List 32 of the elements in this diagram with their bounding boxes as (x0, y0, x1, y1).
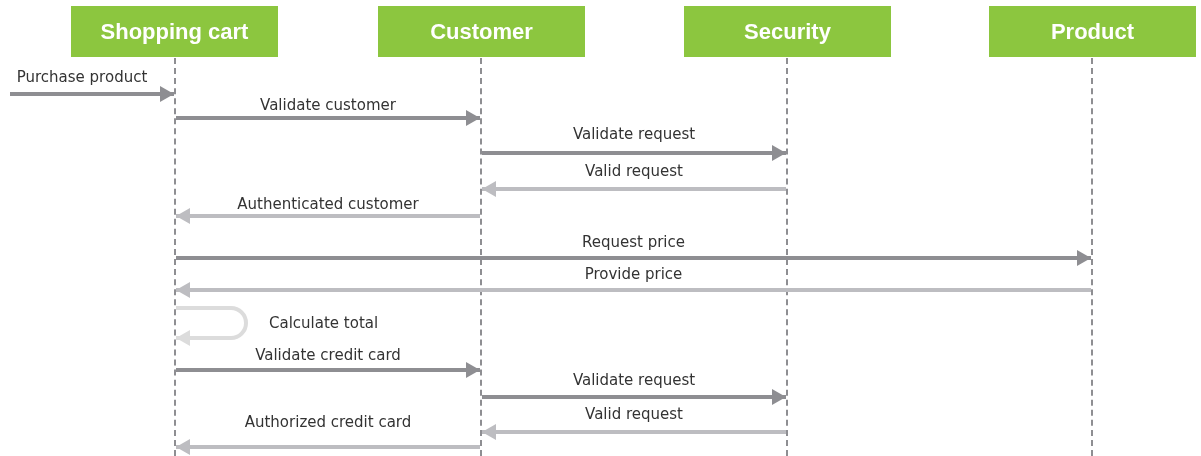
participant-header: Customer (378, 6, 585, 57)
participant-header: Product (989, 6, 1196, 57)
arrow (482, 145, 786, 161)
arrow (482, 181, 786, 197)
edge-label: Validate customer (260, 96, 396, 114)
edge-label: Request price (582, 233, 685, 251)
edge-label: Calculate total (269, 314, 379, 332)
arrow (482, 424, 786, 440)
lifeline (1091, 58, 1093, 456)
edge-label: Provide price (584, 265, 683, 283)
edge-label: Valid request (585, 162, 683, 180)
edge-label: Authenticated customer (237, 195, 419, 213)
arrow (176, 306, 248, 346)
arrow (176, 208, 480, 224)
arrow (10, 86, 174, 102)
arrow (176, 110, 480, 126)
lifeline (786, 58, 788, 456)
edge-label: Authorized credit card (244, 413, 412, 431)
edge-label: Validate credit card (255, 346, 401, 364)
arrow (176, 362, 480, 378)
lifeline (480, 58, 482, 456)
participant-header: Security (684, 6, 891, 57)
lifeline (174, 58, 176, 456)
arrow (176, 250, 1091, 266)
edge-label: Purchase product (16, 68, 148, 86)
edge-label: Valid request (585, 405, 683, 423)
edge-label: Validate request (572, 125, 696, 143)
arrow (176, 439, 480, 455)
edge-label: Validate request (572, 371, 696, 389)
participant-header: Shopping cart (71, 6, 278, 57)
arrow (176, 282, 1091, 298)
arrow (482, 389, 786, 405)
